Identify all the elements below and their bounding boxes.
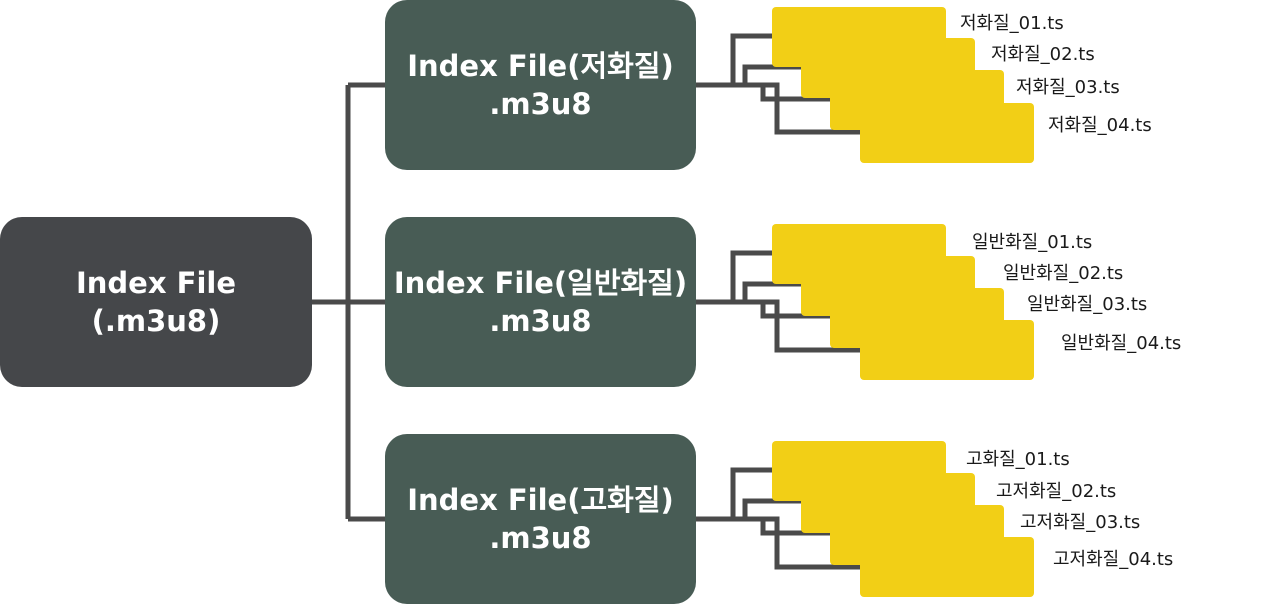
segment-label: 고저화질_04.ts xyxy=(1053,549,1174,570)
segment-label: 일반화질_01.ts xyxy=(972,232,1093,253)
segment-file xyxy=(860,537,1034,597)
segment-label: 일반화질_04.ts xyxy=(1061,333,1182,354)
segment-label: 고화질_01.ts xyxy=(966,449,1070,470)
segment-label: 고저화질_02.ts xyxy=(996,481,1117,502)
root-title: Index File xyxy=(75,266,237,300)
variant-index-low: Index File(저화질) .m3u8 xyxy=(385,0,696,170)
variant-index-high: Index File(고화질) .m3u8 xyxy=(385,434,696,604)
variant-index-normal: Index File(일반화질) .m3u8 xyxy=(385,217,696,387)
variant-extension: .m3u8 xyxy=(489,304,592,338)
segment-label: 고저화질_03.ts xyxy=(1020,512,1141,533)
root-extension: (.m3u8) xyxy=(91,304,221,338)
variant-title: Index File(저화질) xyxy=(407,49,674,83)
segment-file xyxy=(860,320,1034,380)
segment-label: 일반화질_03.ts xyxy=(1027,294,1148,315)
segment-file xyxy=(860,103,1034,163)
segment-label: 저화질_02.ts xyxy=(991,44,1095,65)
variant-title: Index File(일반화질) xyxy=(393,266,688,300)
segment-label: 저화질_04.ts xyxy=(1048,115,1152,136)
root-index-file: Index File (.m3u8) xyxy=(0,217,312,387)
variant-title: Index File(고화질) xyxy=(407,483,674,517)
segment-label: 일반화질_02.ts xyxy=(1003,263,1124,284)
variant-extension: .m3u8 xyxy=(489,87,592,121)
segment-label: 저화질_01.ts xyxy=(960,13,1064,34)
variant-extension: .m3u8 xyxy=(489,521,592,555)
segment-label: 저화질_03.ts xyxy=(1016,77,1120,98)
